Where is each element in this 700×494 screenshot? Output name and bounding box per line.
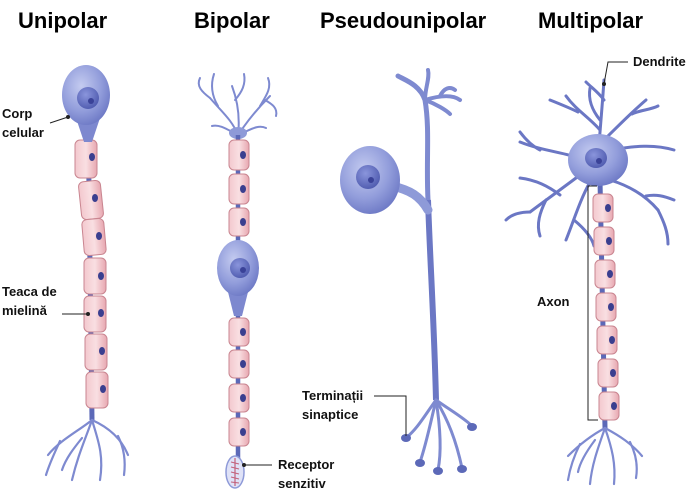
multipolar-neuron xyxy=(504,78,676,486)
sensory-receptor xyxy=(225,455,245,489)
bipolar-dendrites xyxy=(197,73,278,136)
label-terminatii-line2: sinaptice xyxy=(302,407,359,422)
bipolar-myelin-sheaths-lower xyxy=(228,317,250,447)
terminatii-leader xyxy=(374,395,407,436)
label-axon: Axon xyxy=(537,294,570,309)
title-pseudounipolar: Pseudounipolar xyxy=(320,8,487,33)
multipolar-terminal-branches xyxy=(566,426,644,486)
pseudounipolar-synaptic-terminals xyxy=(404,398,474,472)
bipolar-neuron xyxy=(197,73,278,489)
label-terminatii-line1: Terminații xyxy=(302,388,364,403)
leader-lines xyxy=(49,61,628,467)
title-multipolar: Multipolar xyxy=(538,8,644,33)
unipolar-terminal-branches xyxy=(44,418,130,482)
multipolar-dendrites xyxy=(504,78,676,248)
multipolar-schwann-nuclei xyxy=(605,204,617,410)
pseudounipolar-peripheral-branches xyxy=(395,73,431,203)
label-corp-line1: Corp xyxy=(2,106,33,121)
label-corp-line2: celular xyxy=(2,125,44,140)
bipolar-myelin-sheaths-upper xyxy=(228,139,250,237)
label-receptor-senzitiv: Receptor senzitiv xyxy=(278,455,334,493)
bipolar-soma-neck xyxy=(228,292,248,316)
title-unipolar: Unipolar xyxy=(18,8,108,33)
label-teaca-line2: mielină xyxy=(2,303,47,318)
label-teaca-line1: Teaca de xyxy=(2,284,57,299)
unipolar-nucleus xyxy=(77,87,99,109)
label-dendrite: Dendrite xyxy=(633,54,686,69)
multipolar-myelin-sheaths xyxy=(592,193,620,421)
pseudounipolar-neuron xyxy=(340,68,477,475)
unipolar-schwann-nuclei xyxy=(89,153,106,393)
label-receptor-line1: Receptor xyxy=(278,457,335,472)
label-terminatii-sinaptice: Terminații sinaptice xyxy=(302,386,363,424)
label-teaca-de-mielina: Teaca de mielină xyxy=(2,282,57,320)
pseudounipolar-nucleus xyxy=(356,165,380,189)
label-receptor-line2: senzitiv xyxy=(278,476,326,491)
axon-bracket xyxy=(587,185,598,421)
bipolar-nucleus xyxy=(230,258,250,278)
title-bipolar: Bipolar xyxy=(194,8,270,33)
bipolar-schwann-nuclei xyxy=(240,151,246,436)
unipolar-neuron xyxy=(44,65,130,482)
unipolar-myelin-sheaths xyxy=(74,139,109,409)
dendrite-leader xyxy=(603,61,628,85)
label-corp-celular: Corp celular xyxy=(2,104,44,142)
bipolar-dendrite-base xyxy=(229,127,247,139)
multipolar-nucleus xyxy=(585,148,607,168)
pseudounipolar-central-process xyxy=(425,199,439,401)
corp-celular-leader xyxy=(49,116,69,124)
